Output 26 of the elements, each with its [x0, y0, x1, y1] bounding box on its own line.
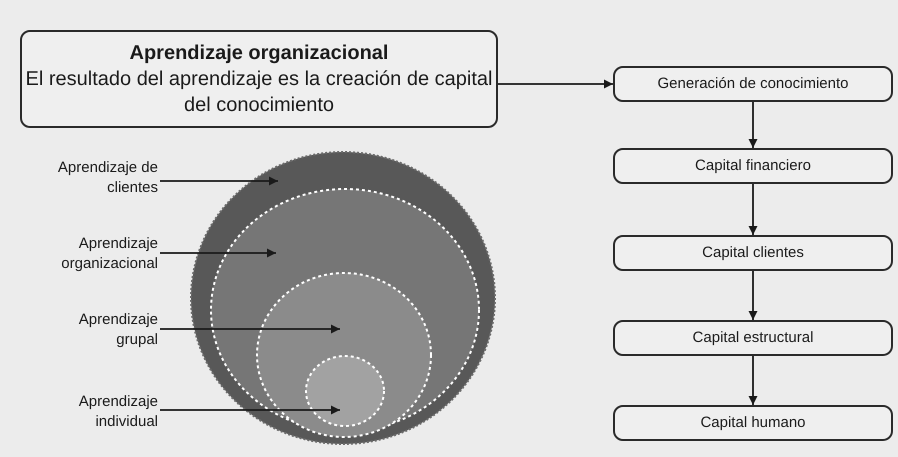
process-box [613, 405, 893, 441]
process-box [613, 320, 893, 356]
process-box [613, 148, 893, 184]
layer-label: Aprendizaje organizacional [30, 232, 158, 276]
box-description: El resultado del aprendizaje es la creación de capital del conocimiento [24, 67, 494, 118]
arrow [748, 102, 758, 148]
box-text: Generación de conocimiento [658, 75, 848, 93]
leader-arrow [160, 406, 340, 414]
leader-arrow [160, 248, 276, 258]
box-text: Capital humano [700, 414, 806, 432]
arrow [748, 356, 758, 405]
leader-arrow [160, 176, 278, 186]
layer-label: Aprendizaje individual [40, 390, 158, 434]
arrow [748, 184, 758, 235]
process-box [613, 66, 893, 102]
layer-label: Aprendizaje de clientes [40, 156, 158, 200]
leader-arrow [160, 324, 340, 334]
heading-box [20, 30, 498, 128]
layer-label: Aprendizaje grupal [40, 308, 158, 352]
arrow [748, 271, 758, 320]
process-box [613, 235, 893, 271]
box-text: Capital clientes [702, 244, 804, 262]
box-text: Capital financiero [695, 157, 811, 175]
arrow [498, 80, 613, 88]
box-title: Aprendizaje organizacional [130, 41, 388, 66]
box-text: Capital estructural [692, 329, 814, 347]
